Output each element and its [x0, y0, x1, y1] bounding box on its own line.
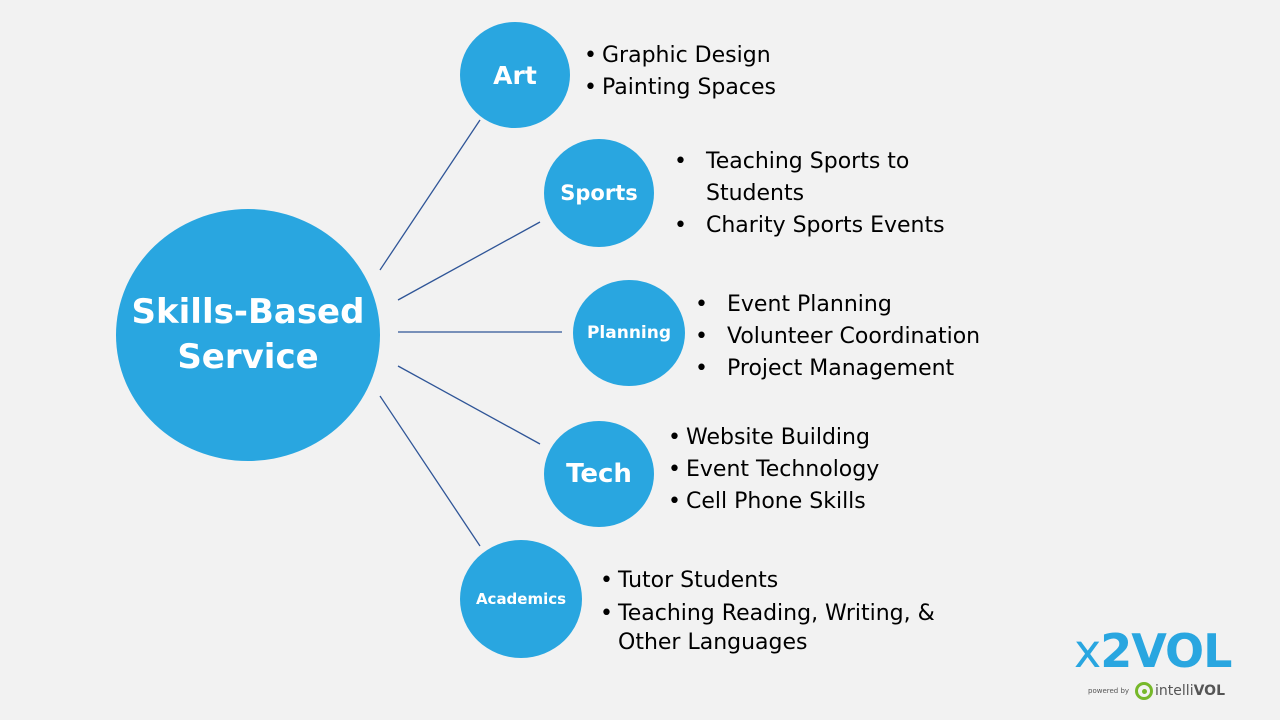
- node-sports: Sports: [544, 139, 654, 247]
- planning-list: Event Planning Volunteer Coordination Pr…: [695, 289, 980, 385]
- intellivol-icon: [1135, 682, 1154, 700]
- list-item: Teaching Reading, Writing, & Other Langu…: [600, 599, 948, 657]
- intellivol-text: intelliVOL: [1155, 683, 1225, 699]
- intellivol-bold: VOL: [1193, 683, 1226, 699]
- connector-tech: [397, 365, 541, 445]
- logo-prefix: x: [1074, 624, 1101, 678]
- list-item: Cell Phone Skills: [668, 486, 879, 518]
- list-item: Teaching Sports to Students: [674, 146, 946, 210]
- node-art: Art: [460, 22, 570, 128]
- node-tech: Tech: [544, 421, 654, 527]
- central-node-line2: Service: [177, 337, 319, 377]
- connector-academics: [379, 395, 481, 547]
- connector-art: [379, 119, 481, 271]
- list-item: Project Management: [695, 353, 980, 385]
- logo-main-text: 2VOL: [1100, 624, 1232, 678]
- logo-powered-by: powered by intelliVOL: [1088, 682, 1225, 700]
- list-item: Event Technology: [668, 454, 879, 486]
- art-list: Graphic Design Painting Spaces: [584, 40, 776, 104]
- list-item: Graphic Design: [584, 40, 776, 72]
- intellivol-light: intelli: [1155, 683, 1194, 699]
- list-item: Tutor Students: [600, 566, 948, 595]
- list-item: Painting Spaces: [584, 72, 776, 104]
- list-item: Volunteer Coordination: [695, 321, 980, 353]
- academics-list: Tutor Students Teaching Reading, Writing…: [600, 566, 948, 661]
- central-node: Skills-Based Service: [116, 209, 380, 461]
- node-planning: Planning: [573, 280, 685, 386]
- sports-list: Teaching Sports to Students Charity Spor…: [674, 146, 946, 242]
- node-academics: Academics: [460, 540, 582, 658]
- logo-wordmark: x2VOL: [1074, 624, 1232, 678]
- tech-list: Website Building Event Technology Cell P…: [668, 422, 879, 518]
- powered-by-text: powered by: [1088, 687, 1130, 695]
- central-node-line1: Skills-Based: [131, 292, 365, 333]
- list-item: Charity Sports Events: [674, 210, 946, 242]
- list-item: Event Planning: [695, 289, 980, 321]
- connector-sports: [397, 221, 541, 301]
- x2vol-logo: x2VOL powered by intelliVOL: [1070, 620, 1250, 710]
- list-item: Website Building: [668, 422, 879, 454]
